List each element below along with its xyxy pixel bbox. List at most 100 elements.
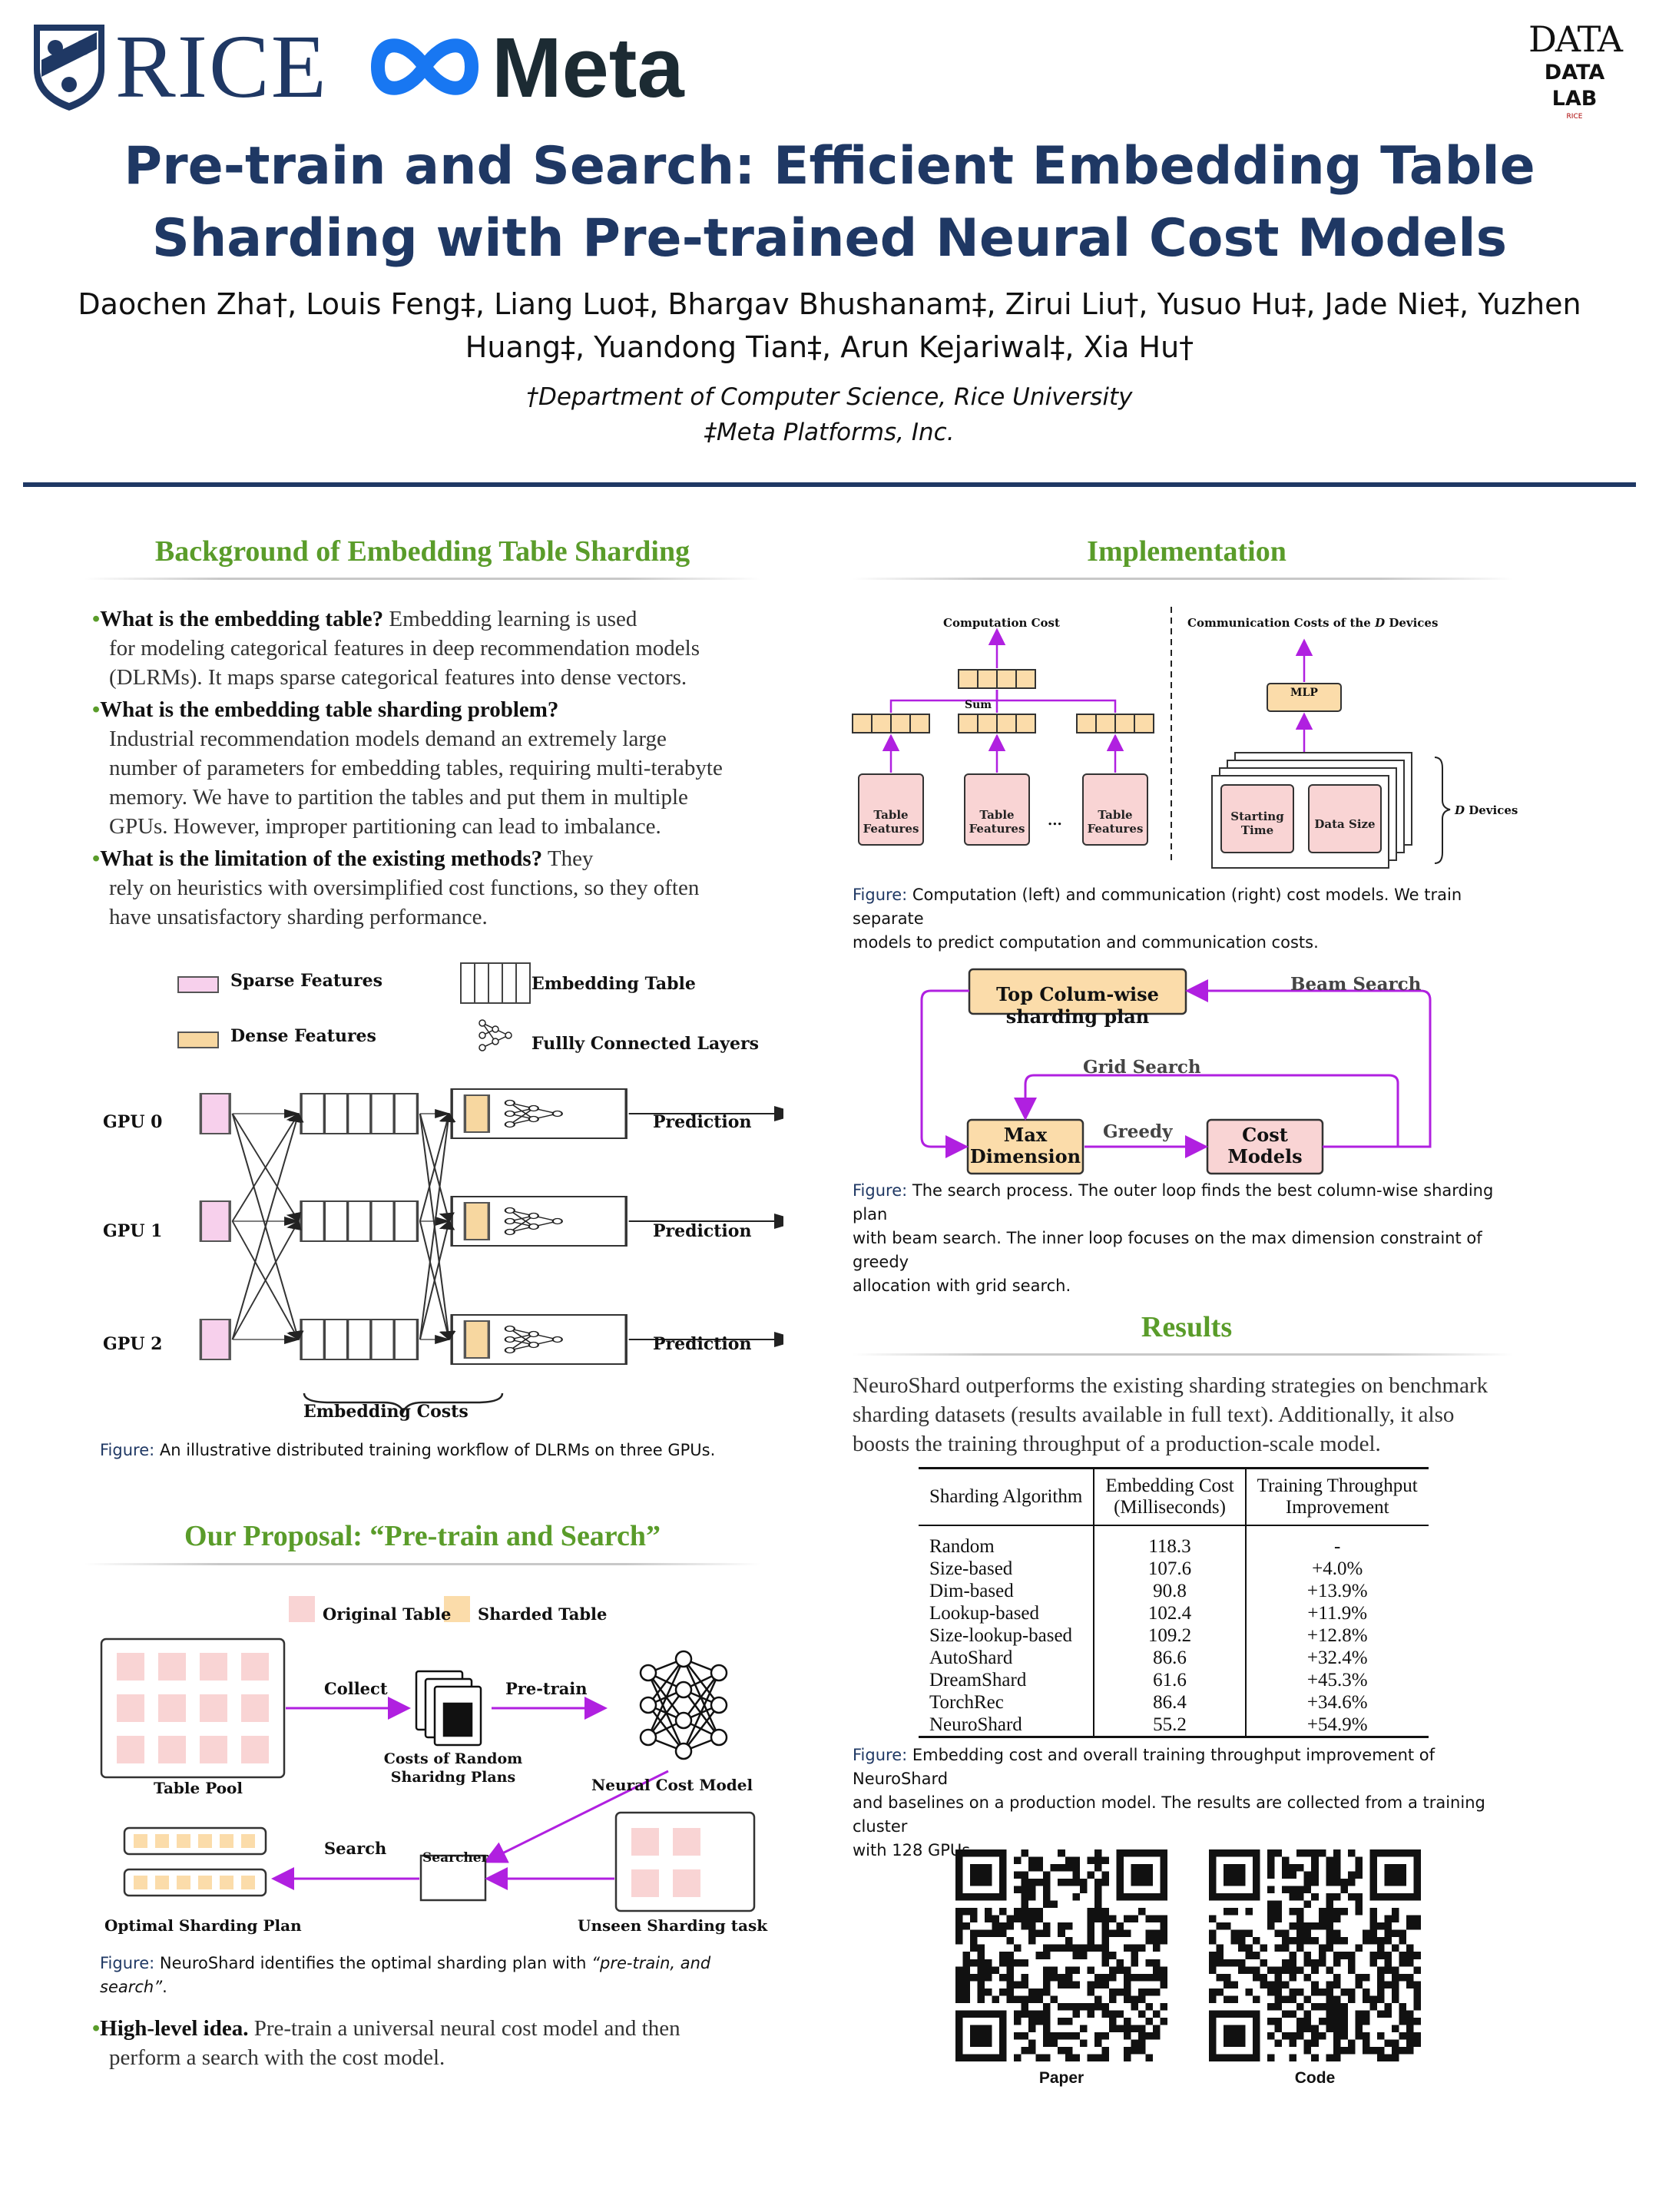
sparse-to-table-arrow: [231, 1220, 302, 1340]
qr-module: [1413, 2017, 1421, 2025]
qr-module: [1101, 2032, 1109, 2040]
table-to-model-arrow: [419, 1112, 456, 1340]
qr-module: [1311, 2032, 1319, 2040]
qr-module: [1058, 2032, 1065, 2040]
qr-module: [1087, 2002, 1094, 2011]
nn-node: [528, 1223, 539, 1230]
figure-caption-results: Figure: Embedding cost and overall train…: [853, 1743, 1528, 1863]
section-rule: [84, 1563, 760, 1565]
nn-node: [551, 1110, 563, 1118]
crossing-arrows: [231, 1109, 456, 1344]
qr-module: [1087, 1944, 1094, 1952]
caption-label: Figure:: [100, 1441, 155, 1459]
qr-module: [955, 1922, 963, 1930]
caption-text: with beam search. The inner loop focuses…: [853, 1229, 1482, 1271]
bullet-text: Embedding learning is used: [383, 607, 637, 631]
section-title-proposal: Our Proposal: “Pre-train and Search”: [184, 1520, 661, 1552]
embedding-cost-cell: 109.2: [1094, 1624, 1247, 1647]
caption-end: .: [162, 1978, 167, 1996]
qr-module: [1087, 2010, 1094, 2018]
costs-label: Costs of Random Sharidng Plans: [376, 1750, 530, 1786]
qr-module: [1399, 1952, 1406, 1959]
qr-module: [1303, 1879, 1312, 1886]
qr-module: [1384, 1929, 1392, 1938]
qr-module: [1072, 1966, 1080, 1974]
qr-module: [1116, 1966, 1124, 1974]
mlp-label: MLP: [1290, 687, 1318, 699]
qr-module: [1340, 1886, 1348, 1894]
qr-module: [1303, 1959, 1312, 1967]
results-table: Sharding Algorithm Embedding Cost (Milli…: [919, 1467, 1429, 1738]
qr-module: [1021, 1959, 1029, 1967]
qr-module: [1028, 2010, 1036, 2018]
qr-module: [1006, 1922, 1015, 1930]
results-intro-line: boosts the training throughput of a prod…: [853, 1432, 1381, 1456]
meta-infinity-icon: [370, 38, 479, 95]
section-title-results: Results: [1141, 1311, 1233, 1343]
qr-module: [1289, 1864, 1297, 1872]
qr-module: [1014, 2017, 1022, 2025]
qr-module: [1145, 1988, 1153, 1996]
legend-original-label: Original Table: [323, 1604, 452, 1624]
qr-module: [1116, 1929, 1124, 1938]
qr-module: [1087, 1915, 1094, 1923]
qr-module: [1072, 1944, 1080, 1952]
qr-module: [1245, 1929, 1253, 1938]
qr-module: [1094, 2039, 1102, 2047]
qr-module: [1362, 2017, 1370, 2025]
qr-module: [1116, 1922, 1124, 1930]
qr-module: [1355, 1856, 1363, 1865]
greedy-label: Greedy: [1103, 1121, 1173, 1142]
qr-module: [1296, 1937, 1304, 1945]
qr-module: [1108, 2017, 1117, 2025]
qr-module: [1274, 2025, 1283, 2032]
qr-module: [1072, 2032, 1080, 2040]
algorithm-cell: Random: [919, 1525, 1095, 1558]
qr-module: [1340, 2002, 1348, 2011]
qr-module: [1333, 1856, 1341, 1865]
vector-to-sum-line: [995, 690, 1117, 713]
sparse-feature-block: [199, 1200, 231, 1242]
legend-dense-label: Dense Features: [230, 1026, 376, 1046]
qr-module: [1318, 1959, 1326, 1967]
nn-node: [551, 1217, 563, 1225]
qr-module: [1152, 1929, 1161, 1938]
qr-module: [1311, 1849, 1319, 1857]
algorithm-cell: DreamShard: [919, 1669, 1095, 1691]
qr-module: [992, 1915, 1000, 1923]
qr-module: [1050, 2032, 1058, 2040]
code-qr-code[interactable]: [1209, 1849, 1421, 2061]
qr-module: [1296, 1988, 1304, 1996]
qr-module: [1123, 1988, 1131, 1996]
qr-module: [1355, 1944, 1363, 1952]
plan-cell: [177, 1876, 190, 1889]
qr-module: [1311, 1966, 1319, 1974]
qr-module: [1326, 2002, 1333, 2011]
qr-module: [1006, 1959, 1015, 1967]
qr-module: [1079, 1879, 1088, 1886]
qr-module: [1014, 1959, 1022, 1967]
algorithm-cell: Dim-based: [919, 1580, 1095, 1602]
paper-qr-code[interactable]: [955, 1849, 1167, 2061]
qr-module: [1145, 1973, 1153, 1982]
qr-module: [1065, 2017, 1073, 2025]
nn-node: [710, 1664, 728, 1682]
qr-module: [1311, 1879, 1319, 1886]
qr-module: [1326, 2025, 1333, 2032]
table-features-line: Features: [1087, 822, 1144, 836]
optimal-plan-label: Optimal Sharding Plan: [104, 1916, 302, 1935]
qr-module: [1355, 1864, 1363, 1872]
qr-module: [1079, 1944, 1088, 1952]
header-throughput-line: Training Throughput: [1257, 1475, 1418, 1496]
qr-module: [1384, 2010, 1392, 2018]
qr-module: [977, 1981, 985, 1988]
qr-module: [1340, 1952, 1348, 1959]
qr-module: [1267, 2017, 1275, 2025]
qr-module: [1333, 1893, 1341, 1901]
qr-module: [1296, 2017, 1304, 2025]
qr-module: [1065, 1922, 1073, 1930]
qr-module: [1274, 1849, 1283, 1857]
qr-module: [1035, 1995, 1044, 2003]
qr-module: [1021, 1886, 1029, 1894]
qr-module: [985, 1908, 992, 1916]
